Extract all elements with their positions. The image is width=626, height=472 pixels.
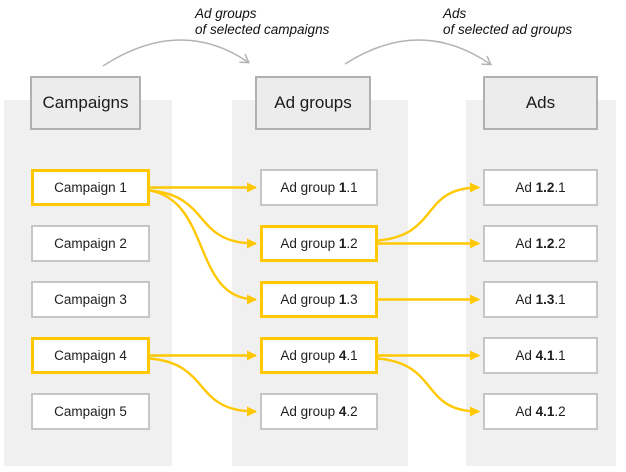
ad-group-1-2-bold: 1 <box>338 236 347 251</box>
flow-label-adgroups-line1: Ad groups <box>195 6 257 21</box>
campaign-5-label: Campaign 5 <box>54 404 127 419</box>
ad-group-1-3-box: Ad group 1.3 <box>260 281 378 318</box>
ad-4-1-2-bold: 4.1 <box>535 404 555 419</box>
ad-group-1-1-label: Ad group <box>280 180 339 195</box>
ad-group-4-1-box: Ad group 4.1 <box>260 337 378 374</box>
adgroups-header: Ad groups <box>255 76 371 130</box>
ad-group-1-3-suffix: .3 <box>346 292 358 307</box>
flow-arrow-campaigns-to-adgroups <box>102 39 251 67</box>
ad-group-1-1-suffix: .1 <box>346 180 358 195</box>
ad-4-1-2-suffix: .2 <box>554 404 566 419</box>
ad-1-2-2-box: Ad 1.2.2 <box>483 225 598 262</box>
ad-1-2-1-label: Ad <box>515 180 536 195</box>
ad-group-1-3-label: Ad group <box>280 292 339 307</box>
ad-1-2-1-suffix: .1 <box>554 180 566 195</box>
ad-1-2-2-suffix: .2 <box>554 236 566 251</box>
campaign-5-box: Campaign 5 <box>31 393 150 430</box>
ad-1-2-2-bold: 1.2 <box>535 236 555 251</box>
campaign-1-label: Campaign 1 <box>54 180 127 195</box>
campaign-4-box: Campaign 4 <box>31 337 150 374</box>
ad-group-1-1-bold: 1 <box>338 180 347 195</box>
ad-1-3-1-label: Ad <box>515 292 536 307</box>
ad-4-1-1-box: Ad 4.1.1 <box>483 337 598 374</box>
flow-label-ads-line1: Ads <box>443 6 467 21</box>
ad-group-4-1-suffix: .1 <box>346 348 358 363</box>
campaign-3-box: Campaign 3 <box>31 281 150 318</box>
ad-group-4-2-bold: 4 <box>338 404 347 419</box>
ad-group-1-3-bold: 1 <box>338 292 347 307</box>
ad-group-4-2-label: Ad group <box>280 404 339 419</box>
campaign-2-label: Campaign 2 <box>54 236 127 251</box>
campaign-2-box: Campaign 2 <box>31 225 150 262</box>
ad-group-1-2-box: Ad group 1.2 <box>260 225 378 262</box>
ad-1-2-1-bold: 1.2 <box>535 180 555 195</box>
ad-group-4-1-label: Ad group <box>280 348 339 363</box>
ad-4-1-2-label: Ad <box>515 404 536 419</box>
ad-group-4-2-box: Ad group 4.2 <box>260 393 378 430</box>
ad-group-1-1-box: Ad group 1.1 <box>260 169 378 206</box>
ad-group-4-1-bold: 4 <box>338 348 347 363</box>
ad-4-1-2-box: Ad 4.1.2 <box>483 393 598 430</box>
ad-4-1-1-bold: 4.1 <box>535 348 555 363</box>
campaigns-header: Campaigns <box>30 76 141 130</box>
ad-1-2-1-box: Ad 1.2.1 <box>483 169 598 206</box>
campaign-1-box: Campaign 1 <box>31 169 150 206</box>
ad-4-1-1-label: Ad <box>515 348 536 363</box>
flow-label-ads-line2: of selected ad groups <box>443 22 573 37</box>
ad-group-1-2-label: Ad group <box>280 236 339 251</box>
ad-1-3-1-bold: 1.3 <box>535 292 555 307</box>
ad-1-2-2-label: Ad <box>515 236 536 251</box>
campaign-4-label: Campaign 4 <box>54 348 127 363</box>
ad-group-1-2-suffix: .2 <box>346 236 358 251</box>
ad-1-3-1-box: Ad 1.3.1 <box>483 281 598 318</box>
campaign-3-label: Campaign 3 <box>54 292 127 307</box>
ad-group-4-2-suffix: .2 <box>346 404 358 419</box>
ad-1-3-1-suffix: .1 <box>554 292 566 307</box>
flow-label-adgroups-line2: of selected campaigns <box>195 22 330 37</box>
flow-arrow-adgroups-to-ads <box>344 39 492 66</box>
ad-4-1-1-suffix: .1 <box>554 348 566 363</box>
ads-header: Ads <box>483 76 598 130</box>
